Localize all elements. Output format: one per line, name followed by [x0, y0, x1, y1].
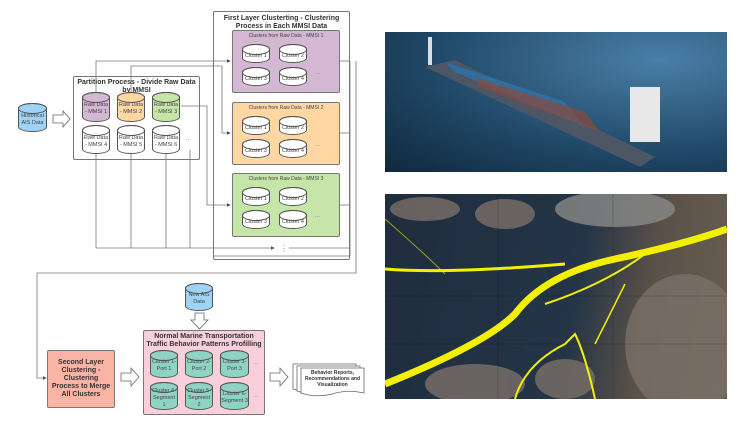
cluster-cylinder: Cluster 3 [242, 67, 270, 86]
raw-data-mmsi-4: Raw Data - MMSI 4 [82, 125, 110, 154]
more-indicator: ... [315, 70, 321, 76]
raw-data-mmsi-5: Raw Data - MMSI 5 [117, 125, 145, 154]
group-title: Clusters from Raw Data - MMSI 3 [248, 176, 324, 182]
arrow-right-icon [52, 109, 71, 129]
cluster-label: Cluster 2 [281, 124, 304, 131]
cluster-label: Cluster 3 [244, 147, 267, 154]
arrow-right-icon [120, 366, 140, 388]
more-groups-indicator: ⋮ [280, 244, 288, 253]
partition-process-box: Partition Process - Divide Raw Data by M… [73, 76, 200, 160]
cluster-cylinder: Cluster 2 [279, 44, 307, 63]
cluster-cylinder: Cluster 4 [279, 67, 307, 86]
cluster-label: Cluster 4 [281, 147, 304, 154]
profile-cluster-6: Cluster 6- Segment 3 [220, 382, 249, 410]
group-title: Clusters from Raw Data - MMSI 1 [248, 33, 324, 39]
group-title: Clusters from Raw Data - MMSI 2 [248, 105, 324, 111]
raw-data-mmsi-6: Raw Data - MMSI 6 [152, 125, 180, 154]
cluster-label: Cluster 2 [281, 52, 304, 59]
cluster-cylinder: Cluster 2 [279, 187, 307, 206]
cluster-cylinder: Cluster 3 [242, 139, 270, 158]
more-indicator: ... [253, 393, 259, 399]
cluster-cylinder: Cluster 2 [279, 116, 307, 135]
historical-ais-data-cylinder: Historical AIS Data [18, 103, 47, 132]
profile-cluster-5: Cluster 5- Segment 2 [185, 382, 213, 410]
arrow-right-icon [269, 366, 289, 388]
more-indicator: ... [253, 360, 259, 366]
partition-title: Partition Process - Divide Raw Data by M… [77, 79, 196, 94]
second-layer-clustering-box: Second Layer Clustering - Clustering Pro… [47, 350, 115, 408]
cluster-cylinder: Cluster 3 [242, 210, 270, 229]
label: Second Layer Clustering - Clustering Pro… [51, 359, 111, 398]
cluster-label: Cluster 2 [281, 195, 304, 202]
raw-data-mmsi-1: Raw Data - MMSI 1 [82, 92, 110, 122]
cluster-cylinder: Cluster 1 [242, 187, 270, 206]
cluster-label: Cluster 3 [244, 75, 267, 82]
cluster-cylinder: Cluster 1 [242, 44, 270, 63]
profile-cluster-4: Cluster 4- Segment 1 [150, 382, 178, 410]
profile-cluster-3: Cluster 3- Port 3 [220, 350, 249, 378]
cluster-cylinder: Cluster 1 [242, 116, 270, 135]
cluster-cylinder: Cluster 4 [279, 210, 307, 229]
profile-cluster-2: Cluster 2- Port 2 [185, 350, 213, 378]
behavior-reports-document: Behavior Reports, Recommendations and Vi… [304, 370, 360, 388]
profile-cluster-1: Cluster 1- Port 1 [150, 350, 178, 378]
document-stack-icon [292, 363, 365, 397]
first-layer-box: First Layer Clusterting - Clustering Pro… [213, 11, 350, 260]
first-layer-title: First Layer Clusterting - Clustering Pro… [223, 15, 340, 30]
cluster-label: Cluster 3 [244, 218, 267, 225]
raw-data-mmsi-3: Raw Data - MMSI 3 [152, 92, 180, 122]
cluster-label: Cluster 4 [281, 218, 304, 225]
more-indicator: ... [186, 136, 192, 142]
cluster-label: Cluster 4 [281, 75, 304, 82]
ais-traffic-map [385, 194, 727, 399]
more-indicator: ... [315, 213, 321, 219]
cluster-label: Cluster 1 [244, 52, 267, 59]
new-ais-data-cylinder: New AIS Data [185, 283, 213, 311]
label: Historical AIS Data [21, 112, 44, 126]
more-indicator: ... [315, 142, 321, 148]
cluster-label: Cluster 1 [244, 124, 267, 131]
arrow-down-icon [190, 312, 209, 330]
cluster-label: Cluster 1 [244, 195, 267, 202]
container-ship-photo [385, 32, 727, 172]
cluster-cylinder: Cluster 4 [279, 139, 307, 158]
profiling-title: Normal Marine Transportation Traffic Beh… [146, 333, 262, 348]
raw-data-mmsi-2: Raw Data - MMSI 2 [117, 92, 145, 122]
